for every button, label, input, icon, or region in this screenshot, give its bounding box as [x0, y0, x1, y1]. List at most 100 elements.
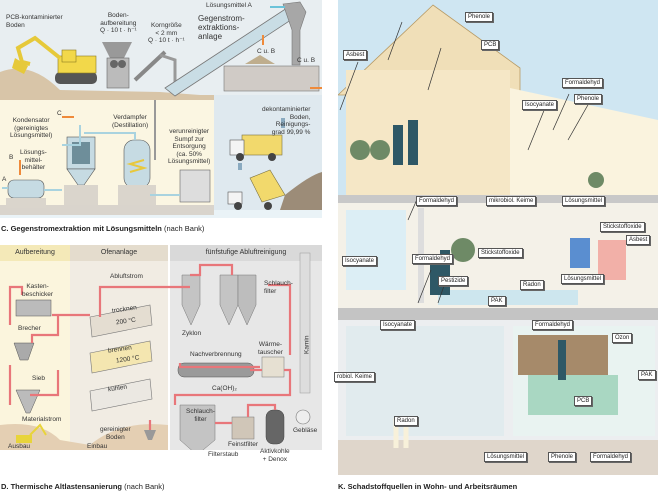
label-schlauchfilter-1: Schlauch-filter [264, 280, 293, 295]
label-sieb: Sieb [32, 375, 46, 382]
caption-panel-d: D. Thermische Altlastensanierung (nach B… [1, 482, 165, 491]
panel-k-illustration [338, 0, 658, 475]
tag-pak-office: PAK [638, 370, 656, 380]
activated-carbon-icon [265, 409, 285, 445]
label-ausbau: Ausbau [8, 443, 31, 450]
label-b: B [9, 154, 14, 161]
bag-filter-icon [219, 274, 257, 326]
chimney-icon [299, 252, 311, 394]
header-abluftreinigung: fünfstufige Abluftreinigung [205, 249, 287, 256]
header-ofenanlage: Ofenanlage [100, 249, 138, 256]
tag-formaldehyd-office: Formaldehyd [532, 320, 574, 330]
tag-stickstoffoxide-heater: Stickstoffoxide [600, 222, 645, 232]
sump-container-icon [179, 169, 211, 203]
tag-stickstoffoxide-stove: Stickstoffoxide [478, 248, 523, 258]
tag-radon-kitchen: Radon [520, 280, 544, 290]
tag-phenole-roof: Phenole [465, 12, 494, 22]
caption-c-title: C. Gegenstromextraktion mit Lösungsmitte… [1, 224, 162, 233]
tag-radon-lab: Radon [394, 416, 418, 426]
heater-icon [570, 238, 590, 268]
panel-k: Phenole PCB Asbest Formaldehyd Phenole I… [334, 0, 658, 475]
countercurrent-extractor-icon [164, 1, 320, 97]
label-caoh2: Ca(OH)₂ [212, 385, 237, 392]
evaporator-icon [118, 139, 156, 205]
tag-asbest-roof: Asbest [343, 50, 368, 60]
solvent-tank-icon [6, 179, 46, 208]
panel-d: Aufbereitung Ofenanlage fünfstufige Ablu… [0, 245, 322, 463]
plants-icon [350, 140, 604, 262]
tag-ozon: Ozon [612, 333, 633, 343]
caption-k-title: K. Schadstoffquellen in Wohn- und Arbeit… [338, 482, 518, 491]
label-kastenbeschicker: Kasten-beschicker [22, 283, 54, 298]
tag-pak-kitchen: PAK [488, 296, 506, 306]
tag-asbest-boiler: Asbest [626, 235, 651, 245]
label-zyklon: Zyklon [182, 330, 202, 337]
tag-loesungsmittel-cleaning: Lösungsmittel [561, 274, 605, 284]
blower-icon [295, 409, 311, 425]
label-nachverbrennung: Nachverbrennung [190, 351, 242, 358]
caption-panel-k: K. Schadstoffquellen in Wohn- und Arbeit… [338, 482, 517, 491]
header-aufbereitung: Aufbereitung [15, 249, 55, 256]
truck-icon [229, 134, 283, 161]
soil-preparation-hopper-icon [102, 42, 132, 89]
tag-pestizide: Pestizide [438, 276, 469, 286]
caption-d-source: (nach Bank) [122, 482, 165, 491]
label-c-and-b-1: C u. B [257, 48, 276, 55]
tag-loesungsmittel-buckets: Lösungsmittel [484, 452, 528, 462]
flow-lines [8, 263, 292, 430]
caption-panel-c: C. Gegenstromextraktion mit Lösungsmitte… [1, 224, 204, 233]
tag-pcb-office: PCB [574, 396, 593, 406]
label-abluftstrom: Abluftstrom [110, 273, 143, 280]
tag-phenole-attic: Phenole [574, 94, 603, 104]
label-aktivkohle: Aktivkohle+ Denox [260, 448, 290, 463]
tag-phenole-floor: Phenole [548, 452, 577, 462]
label-solvent-a: Lösungsmittel A [206, 2, 252, 9]
tag-formaldehyd-living: Formaldehyd [416, 196, 458, 206]
boiler-tank-icon [598, 240, 626, 280]
tag-isocyanate-attic: Isocyanate [522, 100, 558, 110]
label-extraction-plant: Gegenstrom-extraktions-anlage [198, 14, 245, 41]
tag-mikrobiol-keime-kitchen: mikrobiol. Keime [486, 196, 537, 206]
condenser-icon [64, 136, 98, 205]
rotary-kiln-icon [89, 304, 153, 412]
afterburner-icon [177, 362, 255, 378]
label-solvent-tank: Lösungs-mittel-behälter [20, 149, 47, 171]
dump-truck-icon [227, 169, 322, 210]
label-filterstaub: Filterstaub [208, 451, 239, 458]
label-feinstfilter: Feinstfilter [228, 441, 258, 448]
label-einbau: Einbau [87, 443, 108, 450]
label-kamin: Kamin [303, 335, 311, 354]
tag-formaldehyd-floor-office: Formaldehyd [590, 452, 632, 462]
label-materialstrom: Materialstrom [22, 416, 62, 423]
panel-c-illustration [0, 0, 322, 218]
tag-leader-lines [339, 21, 594, 304]
people-icon [393, 120, 566, 380]
tag-isocyanate-living: Isocyanate [342, 256, 378, 266]
label-c-and-b-2: C u. B [297, 57, 316, 64]
fine-filter-icon [231, 416, 255, 440]
caption-d-title: D. Thermische Altlastensanierung [1, 482, 123, 491]
tag-pcb-roof: PCB [481, 40, 500, 50]
excavator-icon [12, 35, 97, 84]
label-c: C [57, 110, 62, 117]
tag-loesungsmittel-window: Lösungsmittel [562, 196, 606, 206]
excavator-small-icon [16, 423, 47, 443]
caption-c-source: (nach Bank) [161, 224, 205, 233]
label-geblaese: Gebläse [293, 427, 318, 434]
panel-d-illustration [0, 245, 322, 450]
label-schlauchfilter-2: Schlauch-filter [186, 408, 215, 423]
heat-exchanger-icon [261, 356, 285, 378]
label-a: A [2, 176, 7, 183]
label-evaporator: Verdampfer(Destillation) [112, 114, 149, 129]
label-waermetauscher: Wärme-tauscher [258, 341, 283, 356]
tag-formaldehyd-floor: Formaldehyd [412, 254, 454, 264]
tag-formaldehyd-roof: Formaldehyd [562, 78, 604, 88]
label-brecher: Brecher [18, 325, 41, 332]
